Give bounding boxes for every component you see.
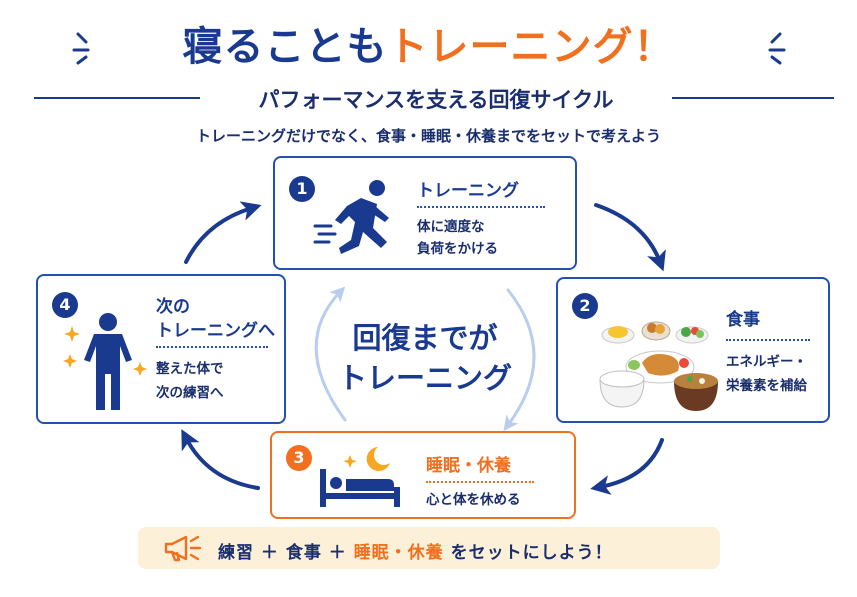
card-meal: 2 食事 エネルギー・ 栄養素を補給 [556, 277, 830, 423]
center-line-1: 回復までが [352, 321, 498, 355]
card-desc-line-2: 次の練習へ [156, 385, 224, 401]
sleeping-bed-icon [320, 447, 400, 507]
tagline: トレーニングだけでなく、食事・睡眠・休養までをセットで考えよう [195, 127, 661, 145]
inner-arc-left [314, 286, 347, 422]
arrow-training-to-meal [594, 203, 666, 272]
card-training: 1 トレーニング 体に適度な 負荷をかける [273, 156, 577, 270]
card-desc-line-2: 栄養素を補給 [726, 378, 807, 394]
card-desc-line-1: 整えた体で [156, 361, 224, 377]
step-number-3: 3 [286, 445, 312, 471]
meal-icon [599, 321, 718, 411]
card-desc-line-1: 体に適度な [417, 219, 485, 235]
center-line-2: トレーニング [337, 361, 512, 395]
center-message: 回復までが トレーニング [330, 318, 520, 398]
card-title: 睡眠・休養 [426, 456, 511, 476]
card-title: 食事 [726, 310, 760, 330]
card-next-training: 4 次の トレーニングへ 整えた体で 次の練習へ [36, 274, 286, 424]
card-sleep: 3 睡眠・休養 心と体を休める [270, 431, 576, 519]
arrow-meal-to-sleep [590, 438, 664, 495]
card-title: トレーニング [417, 181, 519, 201]
title-part-2: トレーニング！ [387, 24, 675, 70]
standing-person-icon [63, 313, 147, 410]
title-dotted-divider [426, 481, 534, 483]
spark-left-icon [72, 32, 90, 65]
running-person-icon [313, 180, 389, 254]
inner-arc-right [503, 288, 536, 432]
step-number-1: 1 [289, 176, 315, 202]
title-dotted-divider [156, 346, 268, 348]
card-desc-line-1: 心と体を休める [426, 492, 521, 508]
card-desc-line-2: 負荷をかける [417, 241, 498, 257]
page-title: 寝ることもトレーニング！ [0, 14, 857, 72]
subtitle: パフォーマンスを支える回復サイクル [258, 88, 614, 112]
subtitle-divider-left [34, 97, 200, 99]
bottom-banner [138, 527, 720, 569]
banner-text-part-1: 練習 ＋ 食事 ＋ [218, 543, 354, 563]
megaphone-icon [164, 535, 202, 562]
banner-message: 練習 ＋ 食事 ＋ 睡眠・休養 をセットにしよう！ [218, 538, 613, 563]
step-number-2: 2 [572, 293, 598, 319]
arrow-next-to-training [184, 201, 262, 264]
card-title-line-1: 次の [156, 297, 190, 317]
title-dotted-divider [726, 339, 810, 341]
arrow-sleep-to-next [181, 429, 260, 490]
title-dotted-divider [417, 206, 545, 208]
spark-right-icon [768, 32, 786, 65]
title-part-1: 寝ることも [182, 24, 388, 70]
banner-text-highlight: 睡眠・休養 [353, 543, 444, 563]
step-number-4: 4 [52, 292, 78, 318]
card-title-line-2: トレーニングへ [156, 321, 275, 341]
card-desc-line-1: エネルギー・ [726, 354, 807, 370]
subtitle-divider-right [672, 97, 834, 99]
banner-text-part-3: をセットにしよう！ [443, 543, 613, 563]
